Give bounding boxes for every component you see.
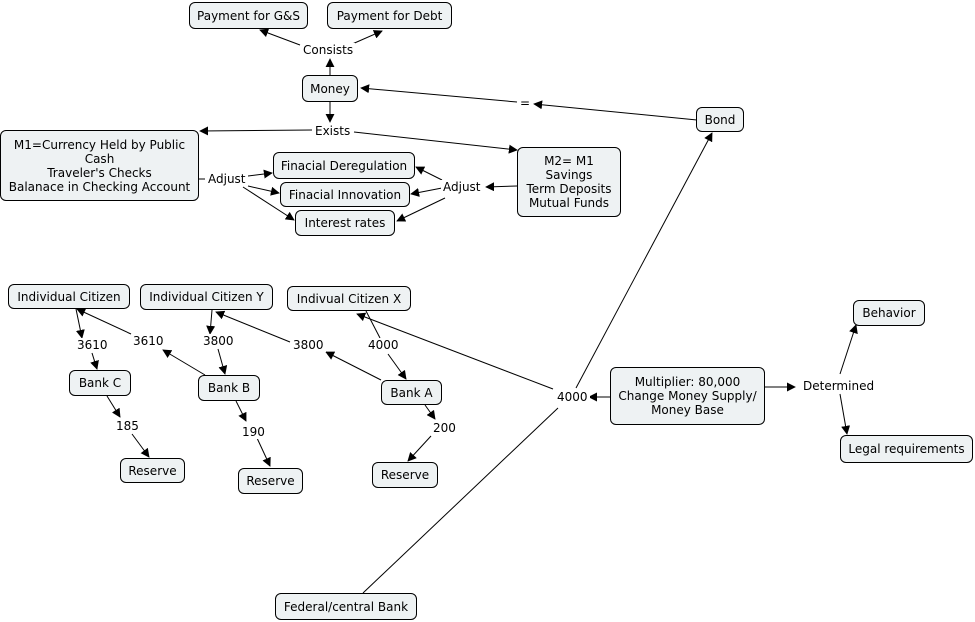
link-label-3800: 3800: [291, 338, 326, 352]
node-individual-citizen-y[interactable]: Individual Citizen Y: [140, 284, 273, 310]
connector: [235, 400, 247, 422]
connector: [90, 352, 99, 370]
node-m1[interactable]: M1=Currency Held by Public Cash Traveler…: [0, 130, 199, 201]
node-m2[interactable]: M2= M1 Savings Term Deposits Mutual Fund…: [517, 147, 621, 217]
connector: [217, 348, 228, 375]
connector: [362, 407, 559, 594]
connector: [410, 187, 443, 197]
link-label-4000: 4000: [555, 390, 590, 404]
link-label-adjust-m2: Adjust: [441, 180, 483, 194]
connector: [407, 435, 432, 462]
connector: [75, 308, 85, 339]
connector: [247, 169, 273, 179]
connector: [485, 182, 518, 192]
connector: [106, 395, 121, 418]
connector: [259, 28, 301, 46]
link-label-190: 190: [240, 425, 267, 439]
node-financial-deregulation[interactable]: Finacial Deregulation: [273, 152, 415, 179]
connector: [839, 393, 851, 435]
connector: [415, 166, 443, 181]
connector: [360, 84, 518, 103]
link-label-equals: =: [518, 96, 533, 110]
node-individual-citizen-x[interactable]: Indivual Citizen X: [287, 286, 411, 311]
connector: [242, 186, 295, 221]
link-label-determined: Determined: [801, 379, 877, 393]
node-behavior[interactable]: Behavior: [853, 300, 925, 326]
node-payment-gs[interactable]: Payment for G&S: [189, 2, 308, 29]
connector: [349, 30, 383, 46]
connector: [76, 308, 132, 335]
link-label-3800: 3800: [201, 334, 236, 348]
node-payment-debt[interactable]: Payment for Debt: [327, 2, 452, 29]
node-money[interactable]: Money: [302, 75, 358, 102]
node-reserve-a[interactable]: Reserve: [372, 462, 438, 488]
connector: [131, 433, 150, 458]
node-multiplier[interactable]: Multiplier: 80,000 Change Money Supply/ …: [610, 367, 765, 425]
link-label-200: 200: [431, 421, 458, 435]
connector: [424, 404, 436, 420]
node-bank-b[interactable]: Bank B: [198, 375, 260, 401]
connector: [365, 310, 381, 339]
link-label-4000: 4000: [366, 338, 401, 352]
connector: [356, 312, 554, 390]
node-legal-requirements[interactable]: Legal requirements: [840, 435, 973, 463]
node-bank-c[interactable]: Bank C: [69, 370, 131, 396]
connector: [575, 132, 713, 389]
node-individual-citizen[interactable]: Individual Citizen: [8, 284, 130, 309]
link-label-3610: 3610: [75, 338, 110, 352]
node-reserve-c[interactable]: Reserve: [120, 458, 185, 483]
node-bond[interactable]: Bond: [696, 107, 744, 132]
link-label-exists: Exists: [313, 124, 353, 138]
node-interest-rates[interactable]: Interest rates: [295, 210, 395, 236]
link-label-3610: 3610: [131, 334, 166, 348]
node-reserve-b[interactable]: Reserve: [238, 468, 303, 494]
connector: [325, 351, 382, 381]
connector: [162, 349, 206, 376]
connector: [247, 185, 280, 196]
node-federal-central-bank[interactable]: Federal/central Bank: [275, 593, 417, 620]
connector: [533, 100, 698, 121]
connector: [206, 309, 216, 335]
connector: [256, 437, 271, 467]
connector: [215, 310, 291, 343]
link-label-consists: Consists: [301, 43, 356, 57]
connector: [199, 126, 313, 136]
connector: [839, 324, 858, 375]
link-label-185: 185: [114, 419, 141, 433]
connector: [353, 131, 518, 154]
link-label-adjust-m1: Adjust: [206, 172, 248, 186]
connector: [387, 353, 407, 380]
connector: [396, 197, 446, 222]
node-financial-innovation[interactable]: Finacial Innovation: [280, 182, 410, 207]
node-bank-a[interactable]: Bank A: [381, 380, 442, 405]
